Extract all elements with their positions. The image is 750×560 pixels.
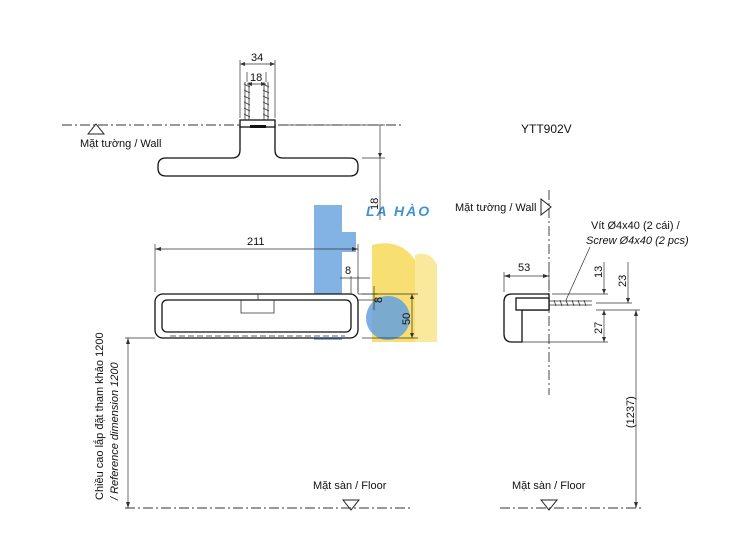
floor-symbol-front <box>341 499 361 511</box>
wall-label-side: Mặt tường / Wall <box>455 202 536 214</box>
dim-23: 23 <box>617 275 629 287</box>
wall-symbol-side <box>540 197 552 217</box>
front-view: 211 8 8 50 Chiều cao lắp đặt tham khảo 1… <box>93 236 418 511</box>
dim-8-vertical: 8 <box>373 297 385 303</box>
dim-line-8-h <box>340 276 370 294</box>
dim-line-50 <box>362 293 418 339</box>
wall-label-top: Mặt tường / Wall <box>80 138 161 150</box>
watermark-text: LA HÀO <box>366 203 431 219</box>
floor-symbol-side <box>539 499 559 511</box>
holder-front-inner <box>161 299 352 333</box>
mount-notch <box>240 300 275 314</box>
mount-bracket <box>250 125 266 128</box>
dim-53: 53 <box>518 262 530 274</box>
reference-height-label-en: / Reference dimension 1200 <box>109 362 121 501</box>
dim-line-23 <box>596 262 632 304</box>
dim-18-side: 18 <box>369 198 381 210</box>
top-view: Mặt tường / Wall 34 18 18 <box>62 52 402 220</box>
dim-34: 34 <box>251 52 263 64</box>
dim-line-18-side <box>280 124 385 220</box>
dim-line-27 <box>522 310 608 343</box>
side-screw <box>549 299 592 307</box>
dim-line-1237 <box>596 309 640 508</box>
model-number: YTT902V <box>521 122 572 136</box>
dim-line-53 <box>503 272 550 292</box>
dim-18-top: 18 <box>250 72 262 84</box>
dim-13: 13 <box>593 266 605 278</box>
dim-211: 211 <box>247 236 265 248</box>
screw-pair <box>243 82 270 120</box>
dim-line-13 <box>552 262 608 295</box>
floor-label-front: Mặt sàn / Floor <box>313 480 387 492</box>
reference-height-label: Chiều cao lắp đặt tham khảo 1200 <box>93 332 106 500</box>
dim-50: 50 <box>401 313 413 325</box>
dim-8-horizontal: 8 <box>345 265 351 277</box>
holder-top-profile <box>157 124 359 177</box>
floor-label-side: Mặt sàn / Floor <box>512 480 586 492</box>
screw-label-en: Screw Ø4x40 (2 pcs) <box>586 235 689 247</box>
side-mount-block <box>515 297 550 311</box>
dim-line-34 <box>239 60 276 118</box>
side-view: Mặt tường / Wall Vít Ø4x40 (2 cái) / Scr… <box>455 190 689 511</box>
screw-leader <box>565 246 591 301</box>
dim-line-1200 <box>125 337 155 508</box>
dim-27: 27 <box>593 322 605 334</box>
screw-label: Vít Ø4x40 (2 cái) / <box>591 220 681 232</box>
wall-symbol-top <box>86 123 106 135</box>
dim-1237: (1237) <box>625 396 637 428</box>
watermark-logo: LA HÀO <box>314 203 437 342</box>
